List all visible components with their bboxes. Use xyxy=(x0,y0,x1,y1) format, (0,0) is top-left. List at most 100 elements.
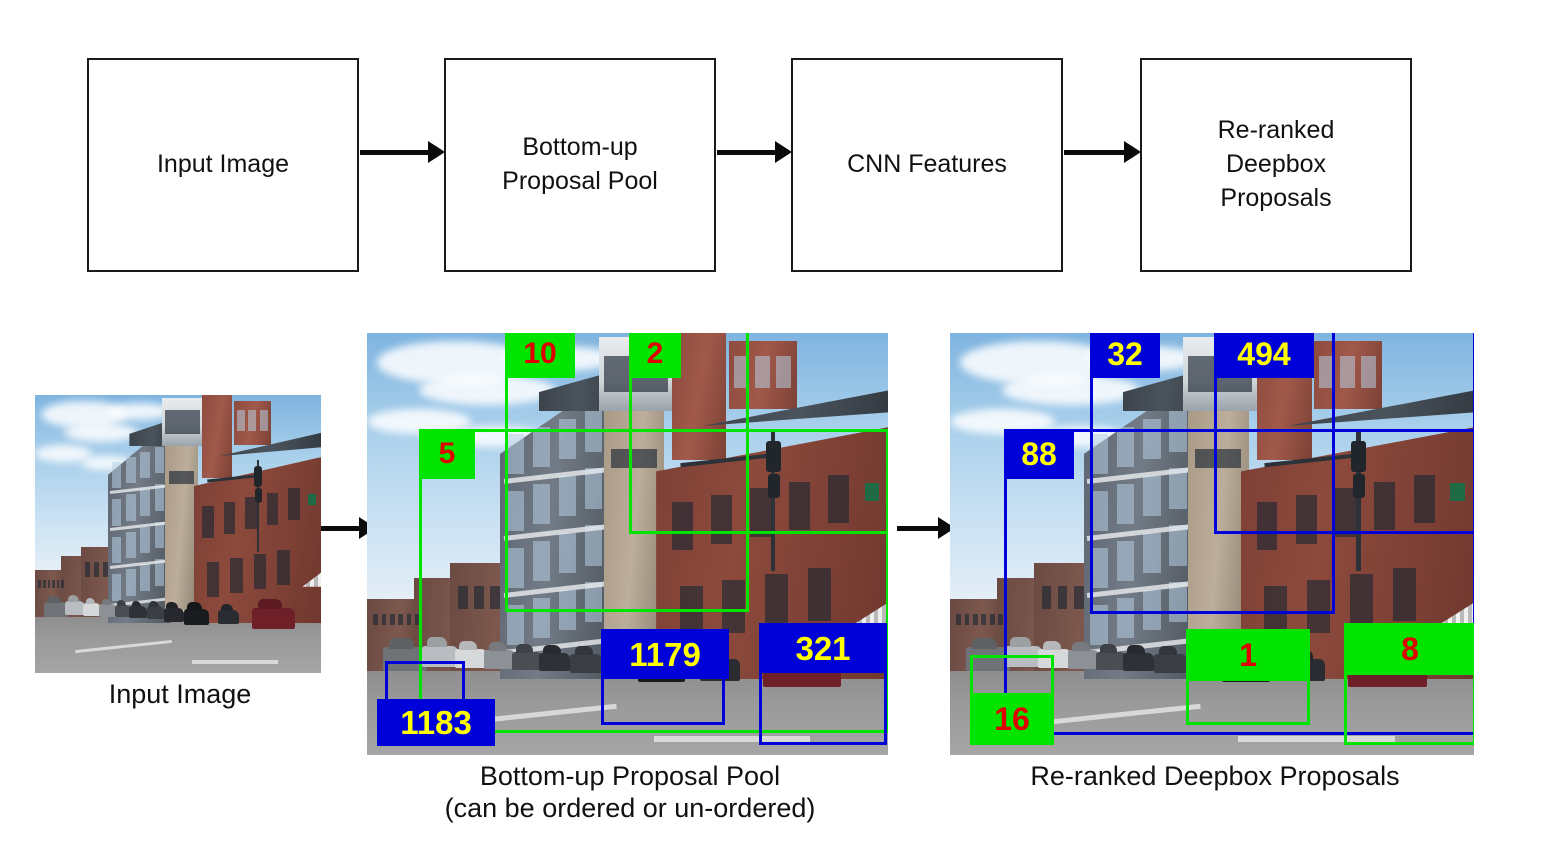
parked-car xyxy=(382,647,427,671)
window xyxy=(223,501,236,534)
window xyxy=(1413,474,1435,524)
window xyxy=(373,613,378,626)
flow-box-label-bottom-up-pool: Bottom-up Proposal Pool xyxy=(502,133,658,195)
window xyxy=(47,579,51,588)
window xyxy=(734,356,749,388)
window xyxy=(1116,483,1135,524)
window xyxy=(414,613,420,626)
road-marking xyxy=(1238,736,1396,742)
tag-10: 10 xyxy=(505,333,575,378)
window xyxy=(140,451,150,479)
window xyxy=(981,613,987,626)
window xyxy=(558,533,577,574)
parked-car xyxy=(570,653,603,674)
window xyxy=(154,484,165,511)
window xyxy=(1307,580,1331,634)
window xyxy=(1335,488,1357,537)
window xyxy=(1090,605,1109,646)
window xyxy=(722,580,746,634)
parked-car xyxy=(218,609,240,625)
arrow-2 xyxy=(717,139,792,165)
window xyxy=(789,481,810,531)
window xyxy=(248,410,257,432)
window xyxy=(1142,589,1161,631)
parked-car xyxy=(484,650,516,670)
parked-car xyxy=(1122,652,1155,672)
arrow-head-icon xyxy=(775,141,792,163)
rear-brick-tower xyxy=(202,395,233,479)
tag-16: 16 xyxy=(970,693,1054,745)
proposal-2-box[interactable] xyxy=(629,333,888,534)
parked-car xyxy=(43,602,68,618)
tag-1183: 1183 xyxy=(377,699,495,746)
arrow-head-icon xyxy=(428,141,445,163)
window xyxy=(1090,434,1109,475)
parked-car xyxy=(1038,648,1071,669)
window xyxy=(679,586,703,639)
tan-building xyxy=(165,443,198,611)
window xyxy=(168,471,194,484)
arrow-shaft xyxy=(897,526,939,531)
cloud xyxy=(1002,375,1139,405)
parked-car xyxy=(1095,651,1127,671)
window xyxy=(964,613,970,626)
window xyxy=(1090,491,1109,532)
tag-5: 5 xyxy=(419,429,475,479)
window xyxy=(154,521,165,549)
example-arrow-1 xyxy=(318,515,376,541)
window xyxy=(1090,548,1109,589)
window xyxy=(1169,525,1187,566)
arrow-shaft xyxy=(318,526,360,531)
window xyxy=(102,561,108,578)
window xyxy=(56,579,60,588)
input-caption: Input Image xyxy=(108,679,252,709)
parked-car xyxy=(99,604,117,617)
window xyxy=(259,410,268,432)
cloud xyxy=(63,422,138,443)
window xyxy=(1116,597,1135,638)
window xyxy=(154,559,165,586)
window xyxy=(1041,586,1052,610)
window xyxy=(140,489,150,516)
arrow-shaft xyxy=(360,150,429,155)
window xyxy=(236,410,245,432)
window xyxy=(276,550,290,585)
parked-car xyxy=(1154,653,1187,674)
parked-car xyxy=(538,652,571,672)
window xyxy=(584,468,603,509)
window xyxy=(532,597,551,638)
middle-caption: Bottom-up Proposal Pool (can be ordered … xyxy=(444,761,816,824)
proposal-5-box[interactable] xyxy=(419,429,888,733)
parked-car xyxy=(114,604,132,618)
window xyxy=(125,494,136,521)
window xyxy=(807,568,831,622)
parked-car xyxy=(511,651,543,671)
window xyxy=(956,613,961,626)
proposal-10-box[interactable] xyxy=(505,333,749,612)
window xyxy=(1057,586,1068,610)
window xyxy=(1350,574,1374,628)
parked-car xyxy=(146,606,165,620)
window xyxy=(532,483,551,524)
street-scene xyxy=(35,395,321,673)
road-marking xyxy=(192,660,279,665)
tag-494: 494 xyxy=(1214,333,1314,378)
cloud xyxy=(109,403,173,420)
proposal-32-box[interactable] xyxy=(1090,333,1335,614)
window xyxy=(230,557,243,593)
tag-1179: 1179 xyxy=(601,629,729,679)
window xyxy=(584,582,603,623)
flow-box-label-cnn-features: CNN Features xyxy=(847,150,1007,179)
proposal-88-box[interactable] xyxy=(1004,429,1474,735)
window xyxy=(381,613,387,626)
window xyxy=(1116,540,1135,581)
parked-car xyxy=(252,607,296,629)
window xyxy=(1142,476,1161,517)
window xyxy=(85,561,91,578)
window xyxy=(458,586,468,610)
traffic-light xyxy=(255,488,262,504)
window xyxy=(765,574,788,628)
window xyxy=(1374,481,1396,531)
